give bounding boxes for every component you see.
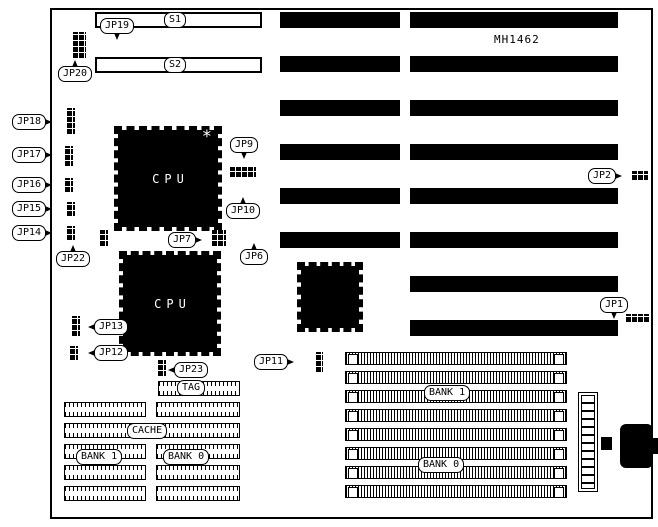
expansion-slot [410, 188, 618, 204]
cache-chip [156, 465, 240, 480]
jumper-jp17 [65, 146, 73, 166]
cache-chip [156, 423, 240, 438]
board-model: MH1462 [494, 33, 540, 46]
label-simm-bank1: BANK 1 [424, 385, 471, 401]
jumper-jp22 [100, 230, 108, 246]
cache-chip [64, 465, 146, 480]
cpu-chip-2: CPU [119, 251, 221, 356]
jumper-jp9-jp10 [230, 167, 256, 177]
jumper-jp11 [316, 352, 323, 372]
keyboard-connector-tab [651, 438, 658, 454]
simm-socket [345, 428, 567, 441]
simm-socket [345, 409, 567, 422]
expansion-slot [410, 100, 618, 116]
label-cache-bank1: BANK 1 [76, 449, 123, 465]
label-s1: S1 [164, 12, 187, 28]
cpu2-label: CPU [154, 296, 191, 311]
jumper-jp15 [67, 202, 75, 216]
cache-chip [64, 486, 146, 501]
jumper-jp12 [70, 346, 78, 360]
simm-socket [345, 371, 567, 384]
pin1-marker-icon: * [201, 127, 212, 147]
label-jp1: JP1 [600, 297, 629, 313]
label-cache: CACHE [127, 423, 168, 439]
label-jp14: JP14 [12, 225, 47, 241]
cpu1-label: CPU [152, 171, 189, 186]
label-jp15: JP15 [12, 201, 47, 217]
label-jp10: JP10 [226, 203, 261, 219]
label-tag: TAG [177, 380, 206, 396]
label-jp19: JP19 [100, 18, 135, 34]
aux-chip [601, 437, 612, 450]
simm-socket [345, 485, 567, 498]
label-jp12: JP12 [94, 345, 129, 361]
label-jp22: JP22 [56, 251, 91, 267]
jumper-jp23 [158, 360, 166, 376]
cache-chip [64, 402, 146, 417]
jumper-jp19-jp20 [73, 32, 86, 58]
cache-chip [156, 486, 240, 501]
expansion-slot [410, 144, 618, 160]
expansion-slot [280, 12, 400, 28]
expansion-slot [410, 56, 618, 72]
label-jp17: JP17 [12, 147, 47, 163]
expansion-slot [280, 100, 400, 116]
label-simm-bank0: BANK 0 [418, 457, 465, 473]
jumper-jp2 [632, 171, 648, 180]
label-jp13: JP13 [94, 319, 129, 335]
power-connector [578, 392, 598, 492]
expansion-slot [410, 12, 618, 28]
jumper-jp7-jp6 [212, 230, 226, 246]
label-jp18: JP18 [12, 114, 47, 130]
label-jp6: JP6 [240, 249, 269, 265]
expansion-slot [280, 188, 400, 204]
expansion-slot [410, 276, 618, 292]
expansion-slot [410, 320, 618, 336]
jumper-jp13 [72, 316, 80, 336]
expansion-slot [410, 232, 618, 248]
label-jp20: JP20 [58, 66, 93, 82]
jumper-jp14 [67, 226, 75, 240]
label-jp2: JP2 [588, 168, 617, 184]
label-jp23: JP23 [174, 362, 209, 378]
label-jp7: JP7 [168, 232, 197, 248]
label-cache-bank0: BANK 0 [163, 449, 210, 465]
keyboard-connector [620, 424, 653, 468]
label-jp9: JP9 [230, 137, 259, 153]
simm-socket [345, 352, 567, 365]
expansion-slot [280, 56, 400, 72]
cpu-chip-1: CPU * [114, 126, 222, 231]
cache-chip [156, 402, 240, 417]
jumper-jp16 [65, 178, 73, 192]
label-jp11: JP11 [254, 354, 289, 370]
jumper-jp18 [67, 108, 75, 134]
expansion-slot [280, 144, 400, 160]
label-jp16: JP16 [12, 177, 47, 193]
label-s2: S2 [164, 57, 187, 73]
expansion-slot [280, 232, 400, 248]
qfp-chip [297, 262, 363, 332]
power-connector-pins [581, 395, 595, 489]
jumper-jp1 [626, 314, 650, 322]
